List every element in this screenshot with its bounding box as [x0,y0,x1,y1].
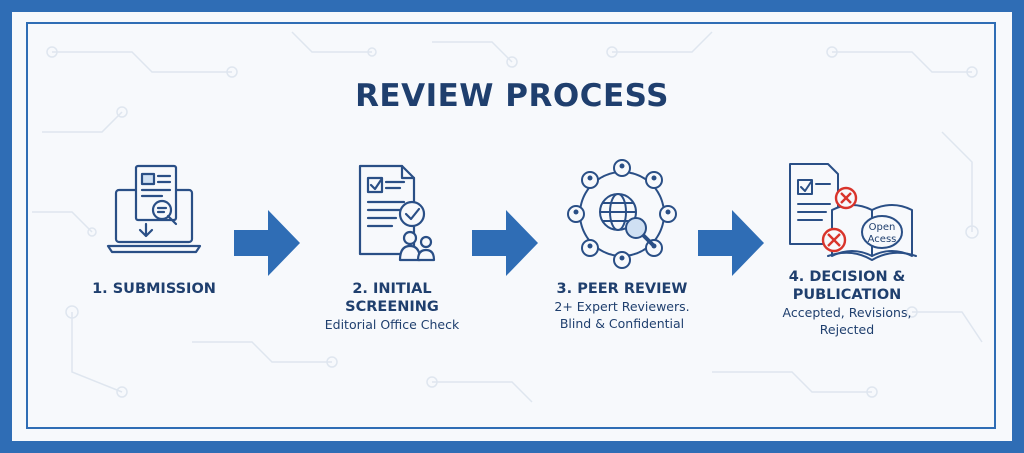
step-label: PUBLICATION [792,287,902,303]
step-description: Blind & Confidential [559,316,685,331]
checklist-document-icon [358,164,436,262]
book-text: Open [869,222,896,233]
book-text: Acess [868,234,897,245]
step-decision-publication: Open Acess 4. DECISION & PUBLICATION Acc… [767,160,927,338]
inner-border [26,22,996,429]
step-description: Editorial Office Check [324,317,460,332]
step-label: 1. SUBMISSION [92,281,216,297]
open-access-book-icon: Open Acess [789,163,917,261]
step-description: 2+ Expert Reviewers. [554,299,690,314]
step-description: Accepted, Revisions, [782,305,912,320]
step-peer-review: 3. PEER REVIEW 2+ Expert Reviewers. Blin… [542,158,702,332]
diagram-title: REVIEW PROCESS [355,78,669,114]
reviewer-network-icon [567,159,677,269]
laptop-document-icon [106,164,202,254]
arrow-right-icon [698,210,764,276]
step-description: Rejected [819,322,875,337]
diagram-frame: REVIEW PROCESS 1. SUBMISSION [12,12,1012,441]
step-initial-screening: 2. INITIAL SCREENING Editorial Office Ch… [307,162,477,333]
step-label: 4. DECISION & [788,269,906,285]
step-submission: 1. SUBMISSION [84,162,224,298]
circuit-background [32,31,983,403]
arrow-right-icon [472,210,538,276]
step-label: 3. PEER REVIEW [556,281,688,297]
arrow-right-icon [234,210,300,276]
step-label: 2. INITIAL SCREENING [345,281,439,315]
